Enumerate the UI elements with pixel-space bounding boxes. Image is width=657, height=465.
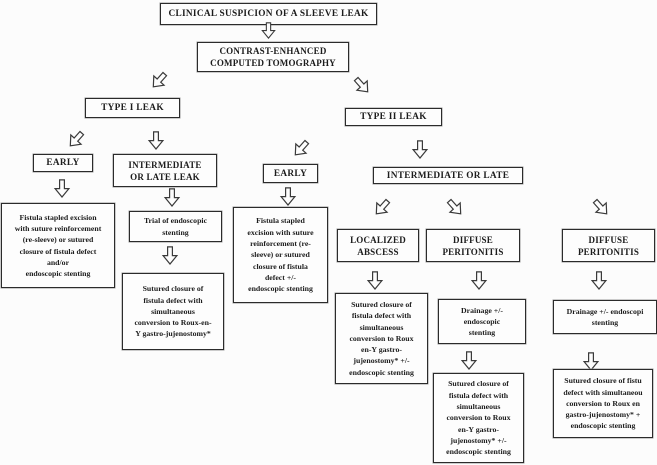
node-type1-leak: TYPE I LEAK: [85, 98, 180, 118]
arrow-down-icon: [161, 246, 179, 265]
node-fistula-excision-type1-early: Fistula stapled excision with suture rei…: [1, 203, 115, 288]
arrow-down-left-icon: [147, 68, 172, 93]
arrow-down-right-icon: [443, 195, 468, 220]
node-intermediate-or-late: INTERMEDIATE OR LATE: [373, 167, 523, 184]
arrow-down-icon: [163, 188, 181, 207]
node-sutured-closure-type1: Sutured closure of fistula defect with s…: [122, 273, 224, 350]
node-diffuse-peritonitis-mid: DIFFUSE PERITONITIS: [426, 229, 520, 262]
arrow-down-icon: [366, 271, 384, 290]
arrow-down-right-icon: [350, 73, 375, 98]
arrow-down-left-icon: [289, 136, 314, 161]
arrow-down-icon: [590, 271, 608, 290]
node-drainage-mid: Drainage +/- endoscopic stenting: [438, 299, 526, 344]
node-contrast-ct: CONTRAST-ENHANCED COMPUTED TOMOGRAPHY: [197, 42, 349, 72]
arrow-down-left-icon: [370, 195, 395, 220]
node-trial-endoscopic-stenting: Trial of endoscopic stenting: [129, 211, 222, 242]
arrow-down-icon: [279, 187, 297, 206]
node-diffuse-peritonitis-right: DIFFUSE PERITONITIS: [562, 229, 655, 262]
node-sutured-closure-abscess: Sutured closure of fistula defect with s…: [335, 293, 428, 384]
node-sutured-closure-peritonitis-mid: Sutured closure of fistula defect with s…: [433, 373, 524, 463]
node-intermediate-late-leak: INTERMEDIATE OR LATE LEAK: [113, 154, 217, 187]
node-localized-abscess: LOCALIZED ABSCESS: [337, 229, 419, 262]
node-drainage-right: Drainage +/- endoscopi stenting: [553, 300, 657, 334]
arrow-down-right-icon: [589, 195, 614, 220]
arrow-down-icon: [582, 352, 600, 371]
arrow-down-icon: [260, 22, 277, 39]
arrow-down-icon: [53, 179, 71, 198]
node-sutured-closure-peritonitis-right: Sutured closure of fistu defect with sim…: [553, 369, 653, 438]
arrow-down-icon: [470, 271, 488, 290]
arrow-down-icon: [147, 131, 165, 150]
arrow-down-icon: [460, 351, 478, 370]
node-early-type2: EARLY: [263, 164, 318, 183]
arrow-down-icon: [411, 140, 429, 159]
node-fistula-excision-type2-early: Fistula stapled excision with suture rei…: [233, 207, 328, 303]
node-type2-leak: TYPE II LEAK: [345, 108, 442, 126]
node-early-type1: EARLY: [33, 154, 93, 172]
arrow-down-left-icon: [64, 127, 89, 152]
